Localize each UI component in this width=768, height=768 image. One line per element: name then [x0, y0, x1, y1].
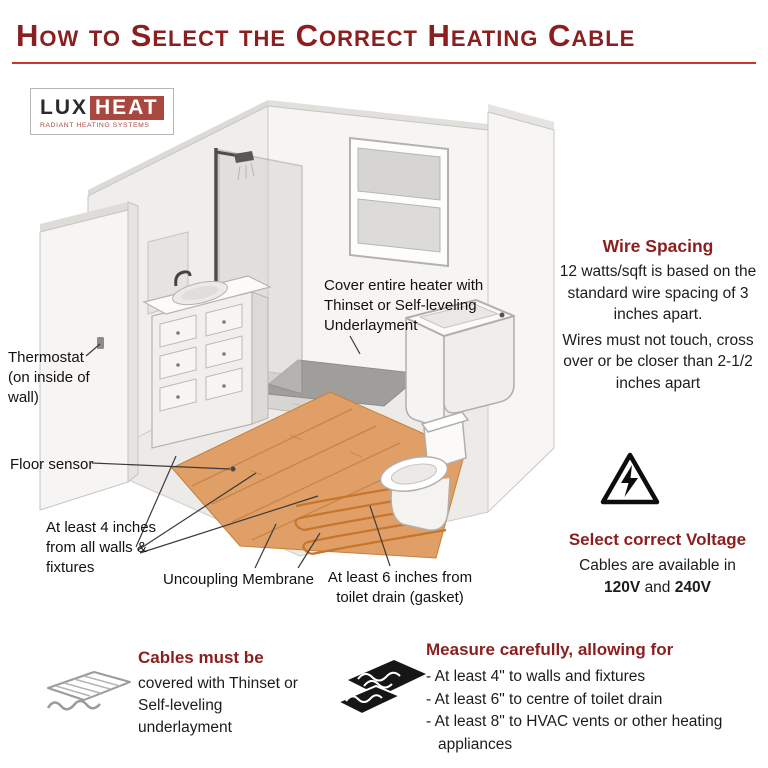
voltage-and: and	[644, 579, 671, 596]
right-wall	[487, 104, 555, 514]
voltage-120: 120V	[604, 579, 641, 596]
cables-covered-section: Cables must be covered with Thinset or S…	[138, 648, 316, 739]
label-uncoupling-membrane: Uncoupling Membrane	[163, 571, 314, 588]
vanity	[142, 270, 272, 449]
measure-heading: Measure carefully, allowing for	[426, 640, 674, 659]
logo-wordmark: LUX HEAT	[40, 96, 164, 120]
measure-item-2: - At least 6" to centre of toilet drain	[426, 690, 663, 708]
label-floor-sensor: Floor sensor	[10, 456, 94, 473]
faucet-icon	[174, 270, 192, 287]
title-underline	[12, 62, 756, 64]
tub-faucet-icon	[499, 312, 505, 318]
voltage-section: Select correct Voltage Cables are availa…	[540, 530, 768, 599]
voltage-heading: Select correct Voltage	[568, 530, 747, 549]
logo-tagline: RADIANT HEATING SYSTEMS	[40, 122, 150, 129]
measure-section: Measure carefully, allowing for - At lea…	[426, 640, 761, 756]
label-clearance-walls: At least 4 inches from all walls & fixtu…	[46, 519, 157, 576]
membrane-measure-icon	[335, 660, 426, 716]
heating-mat-icon	[46, 671, 131, 711]
cables-covered-body: covered with Thinset or Self-leveling un…	[138, 675, 298, 736]
wire-spacing-heading: Wire Spacing	[602, 236, 714, 256]
measure-item-3: - At least 8" to HVAC vents or other hea…	[426, 713, 723, 753]
page-title: How to Select the Correct Heating Cable	[16, 18, 636, 53]
thermostat-wall	[39, 201, 139, 511]
floor-sensor-dot	[230, 466, 236, 472]
label-thermostat: Thermostat (on inside of wall)	[8, 349, 90, 406]
logo-lux-text: LUX	[40, 96, 88, 119]
luxheat-logo: LUX HEAT RADIANT HEATING SYSTEMS	[30, 88, 174, 135]
heated-floor	[171, 391, 466, 559]
voltage-240: 240V	[674, 579, 711, 596]
cables-covered-heading: Cables must be	[138, 648, 264, 667]
leader-lines	[85, 335, 391, 569]
toilet	[379, 411, 470, 531]
heater-cover-ramp	[256, 359, 424, 407]
wire-spacing-section: Wire Spacing 12 watts/sqft is based on t…	[552, 236, 764, 398]
shower-head-icon	[234, 151, 254, 163]
logo-heat-text: HEAT	[90, 96, 164, 120]
voltage-values: 120V and 240V	[540, 577, 768, 599]
thermostat-device-icon	[97, 337, 104, 349]
wire-spacing-para2: Wires must not touch, cross over or be c…	[562, 331, 754, 392]
voltage-line: Cables are available in	[579, 557, 736, 574]
high-voltage-icon	[600, 452, 660, 505]
wire-spacing-para1: 12 watts/sqft is based on the standard w…	[559, 263, 757, 323]
label-clearance-toilet: At least 6 inches from toilet drain (gas…	[327, 569, 473, 606]
window	[349, 136, 449, 268]
bathtub	[405, 299, 515, 426]
label-cover-heater: Cover entire heater with Thinset or Self…	[324, 277, 484, 334]
measure-item-1: - At least 4" to walls and fixtures	[426, 668, 646, 685]
